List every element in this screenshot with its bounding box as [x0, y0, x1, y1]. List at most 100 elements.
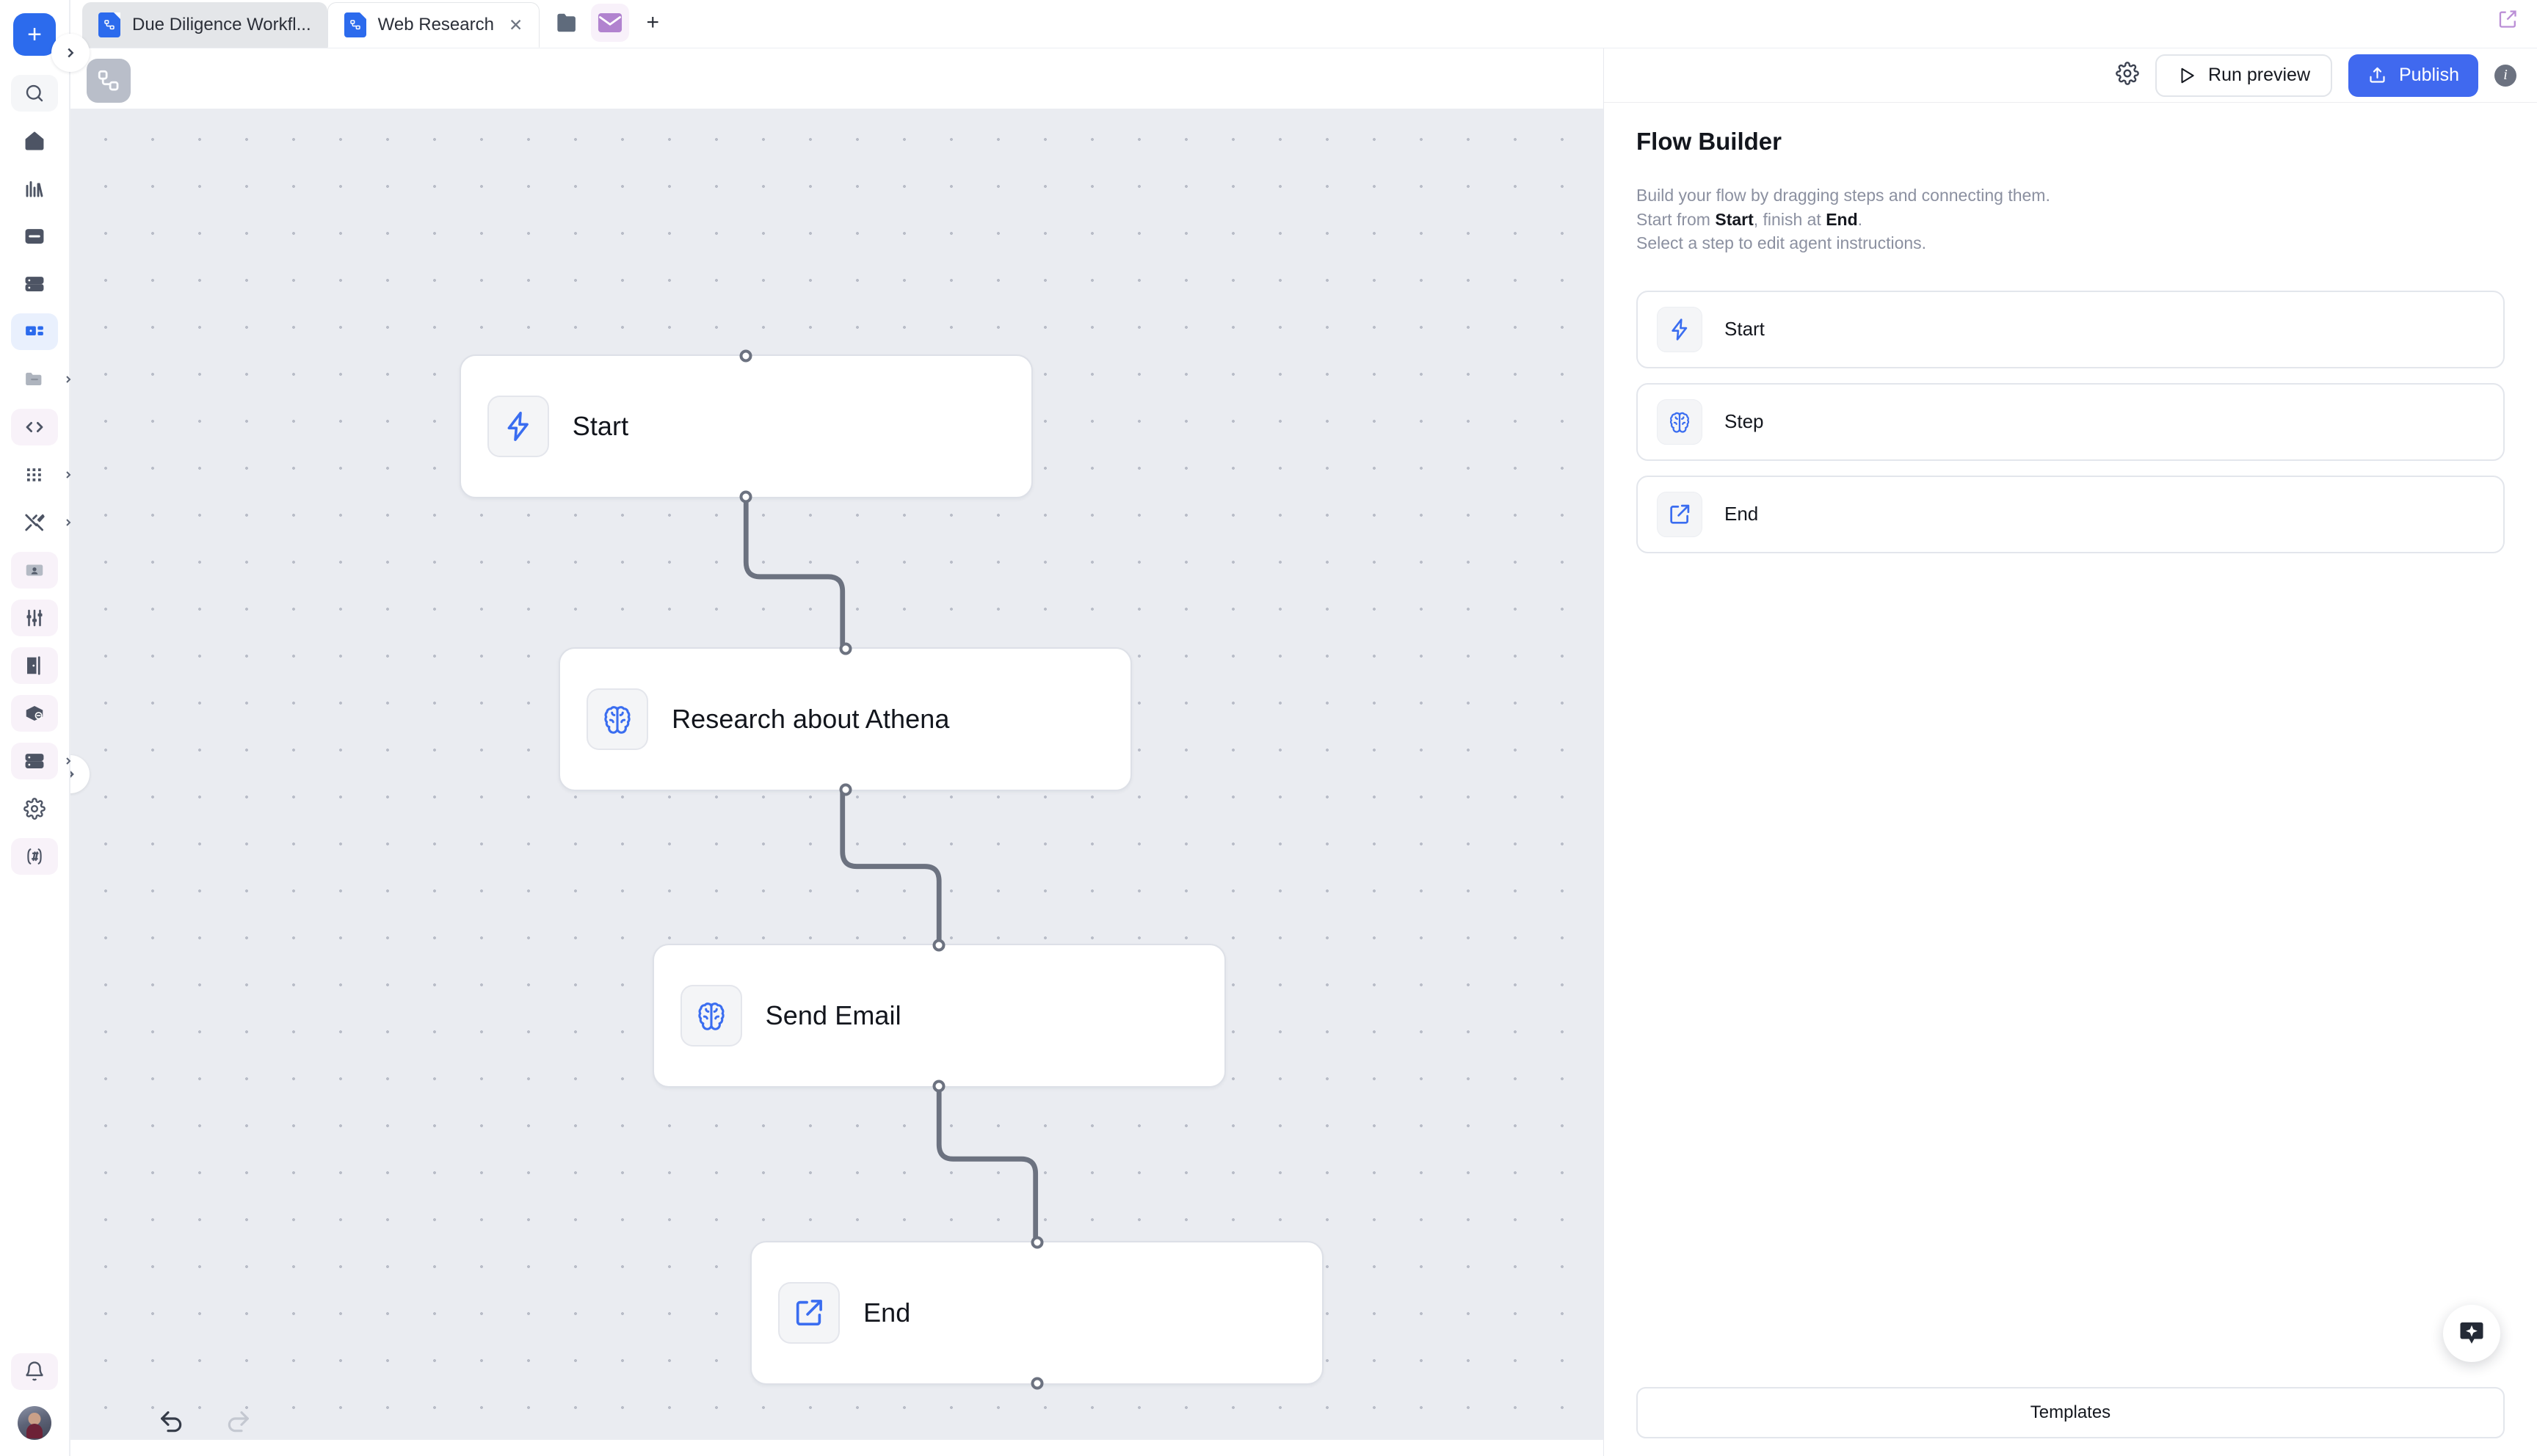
flow-node-end[interactable]: End [750, 1236, 1324, 1390]
palette-label: Step [1724, 410, 1764, 433]
flow-diagram-icon [98, 70, 119, 91]
settings-gear-button[interactable] [2116, 62, 2139, 89]
contact-icon [26, 564, 43, 576]
desc-line-3: Select a step to edit agent instructions… [1636, 233, 1927, 253]
rail-item-home[interactable] [11, 123, 58, 159]
palette-card-start[interactable]: Start [1636, 290, 2505, 368]
node-label: Research about Athena [672, 703, 950, 734]
chevron-right-icon [62, 517, 74, 528]
tab-active-1[interactable]: Web Research ✕ [327, 2, 540, 48]
rail-item-contact-card[interactable] [11, 552, 58, 589]
undo-button[interactable] [157, 1404, 186, 1437]
brain-icon [1669, 412, 1690, 433]
panel-toolbar: Run preview Publish i [1604, 48, 2537, 103]
right-panel: Run preview Publish i Flow Builder [1603, 48, 2537, 1456]
rail-item-tools[interactable] [11, 504, 71, 541]
desc-2c: . [1857, 209, 1863, 229]
rail-item-analytics[interactable] [11, 170, 58, 207]
tab-inactive-0[interactable]: Due Diligence Workfl... [82, 2, 327, 48]
palette-label: Start [1724, 318, 1765, 341]
redo-button[interactable] [223, 1404, 253, 1437]
rail-item-search[interactable] [11, 75, 58, 112]
avatar[interactable] [18, 1406, 51, 1440]
panel-description: Build your flow by dragging steps and co… [1636, 183, 2505, 255]
ai-assistant-button[interactable] [2443, 1305, 2500, 1362]
open-external-button[interactable] [2497, 9, 2518, 33]
rail-item-package[interactable] [11, 695, 58, 732]
node-output-port[interactable] [932, 1080, 946, 1093]
open-external-icon [2499, 10, 2516, 28]
mail-icon [598, 12, 623, 33]
node-label: Start [572, 410, 629, 441]
canvas-toolbar [87, 59, 131, 103]
info-button[interactable]: i [2494, 64, 2516, 87]
templates-button[interactable]: Templates [1636, 1387, 2505, 1438]
mail-button[interactable] [591, 4, 630, 42]
rail-item-database-list[interactable] [11, 743, 71, 779]
redo-icon [228, 1411, 249, 1433]
package-icon [26, 706, 43, 721]
new-tab-button[interactable]: + [634, 4, 672, 42]
plus-icon: + [646, 10, 659, 34]
workflow-doc-icon [98, 12, 120, 37]
chevron-right-icon [62, 374, 74, 385]
node-icon-box [487, 395, 549, 457]
node-input-port[interactable] [739, 349, 752, 363]
node-input-port[interactable] [932, 939, 946, 952]
node-output-port[interactable] [839, 783, 852, 796]
create-new-button[interactable]: + [13, 13, 56, 56]
node-icon-box [587, 688, 649, 750]
node-icon-box [778, 1281, 841, 1344]
hash-icon [27, 848, 42, 864]
flow-node-email[interactable]: Send Email [652, 939, 1226, 1093]
palette-card-end[interactable]: End [1636, 475, 2505, 553]
flow-diagram-button[interactable] [87, 59, 131, 103]
rail-item-folder[interactable] [11, 361, 71, 398]
rail-item-door-exit[interactable] [11, 647, 58, 684]
panel-body: Flow Builder Build your flow by dragging… [1604, 103, 2537, 1387]
home-icon [25, 131, 44, 150]
tab-label: Due Diligence Workfl... [132, 15, 311, 34]
desc-start-keyword: Start [1715, 209, 1754, 229]
tools-icon [25, 514, 45, 531]
notifications-bell-button[interactable] [11, 1353, 58, 1390]
chevron-right-icon [62, 755, 74, 767]
rail-item-settings-gear[interactable] [11, 790, 58, 827]
palette-card-step[interactable]: Step [1636, 382, 2505, 461]
node-input-port[interactable] [1031, 1236, 1044, 1249]
tab-close-icon[interactable]: ✕ [508, 15, 523, 34]
node-output-port[interactable] [739, 490, 752, 503]
desc-2a: Start from [1636, 209, 1716, 229]
rail-item-inbox[interactable] [11, 218, 58, 255]
rail-item-code[interactable] [11, 409, 58, 445]
publish-button[interactable]: Publish [2348, 54, 2478, 97]
gear-icon [23, 798, 46, 820]
node-input-port[interactable] [839, 642, 852, 655]
flow-node-research[interactable]: Research about Athena [559, 642, 1133, 796]
chevron-right-icon [62, 469, 74, 481]
folder-icon [26, 372, 42, 385]
code-icon [26, 422, 43, 432]
folder-button[interactable] [548, 4, 587, 42]
undo-icon [161, 1411, 182, 1433]
lightning-bolt-icon [507, 411, 529, 441]
rail-item-variables[interactable] [11, 838, 58, 875]
rail-item-apps-grid[interactable] [11, 456, 71, 493]
flow-node-start[interactable]: Start [459, 349, 1033, 503]
info-icon: i [2503, 67, 2508, 83]
chevron-right-icon [68, 48, 74, 58]
node-output-port[interactable] [1031, 1377, 1044, 1390]
run-preview-button[interactable]: Run preview [2155, 54, 2332, 97]
rail-item-dashboard[interactable] [11, 313, 58, 350]
tab-label: Web Research [377, 15, 494, 34]
plus-icon: + [27, 21, 42, 48]
rail-expand-handle[interactable] [51, 34, 90, 72]
tab-list: Due Diligence Workfl... Web Research ✕ [82, 2, 540, 48]
rail-item-sliders[interactable] [11, 600, 58, 636]
rail-item-list[interactable] [11, 266, 58, 302]
ai-assistant-icon [2460, 1322, 2483, 1344]
list-icon [25, 277, 44, 291]
